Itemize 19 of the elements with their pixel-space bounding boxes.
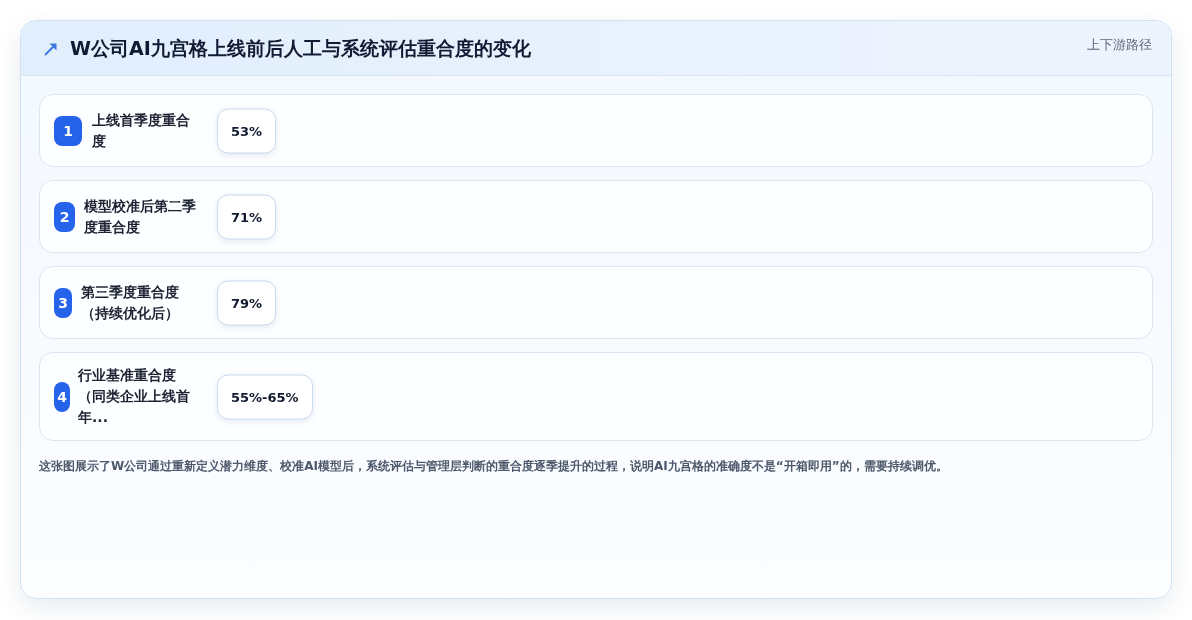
metric-row-card: [39, 266, 1153, 339]
step-number: 2: [54, 201, 75, 232]
header-note: 上下游路径: [1087, 36, 1152, 54]
metric-label: 模型校准后第二季度重合度: [84, 196, 197, 237]
percentage-value: 71%: [217, 194, 277, 239]
step-number: 1: [54, 115, 82, 146]
metric-row-card: [39, 94, 1153, 167]
percentage-value: 55%-65%: [217, 374, 313, 419]
step-number: 3: [54, 287, 72, 318]
percentage-value: 53%: [217, 108, 277, 153]
step-number: 4: [54, 381, 70, 412]
metric-label: 第三季度重合度（持续优化后）: [81, 282, 180, 323]
diagram-title: W公司AI九宫格上线前后人工与系统评估重合度的变化: [70, 36, 531, 60]
metric-label: 上线首季度重合度: [92, 110, 191, 151]
metric-row-card: [39, 180, 1153, 253]
caption-text: 这张图展示了W公司通过重新定义潜力维度、校准AI模型后，系统评估与管理层判断的重合度逐季提升的过程，说明AI九宫格的准确度不是“开箱即用”的，需要持续调优。: [39, 458, 948, 474]
percentage-value: 79%: [217, 280, 277, 325]
metric-row-card: [39, 352, 1153, 441]
metric-label: 行业基准重合度（同类企业上线首年...: [78, 366, 191, 427]
